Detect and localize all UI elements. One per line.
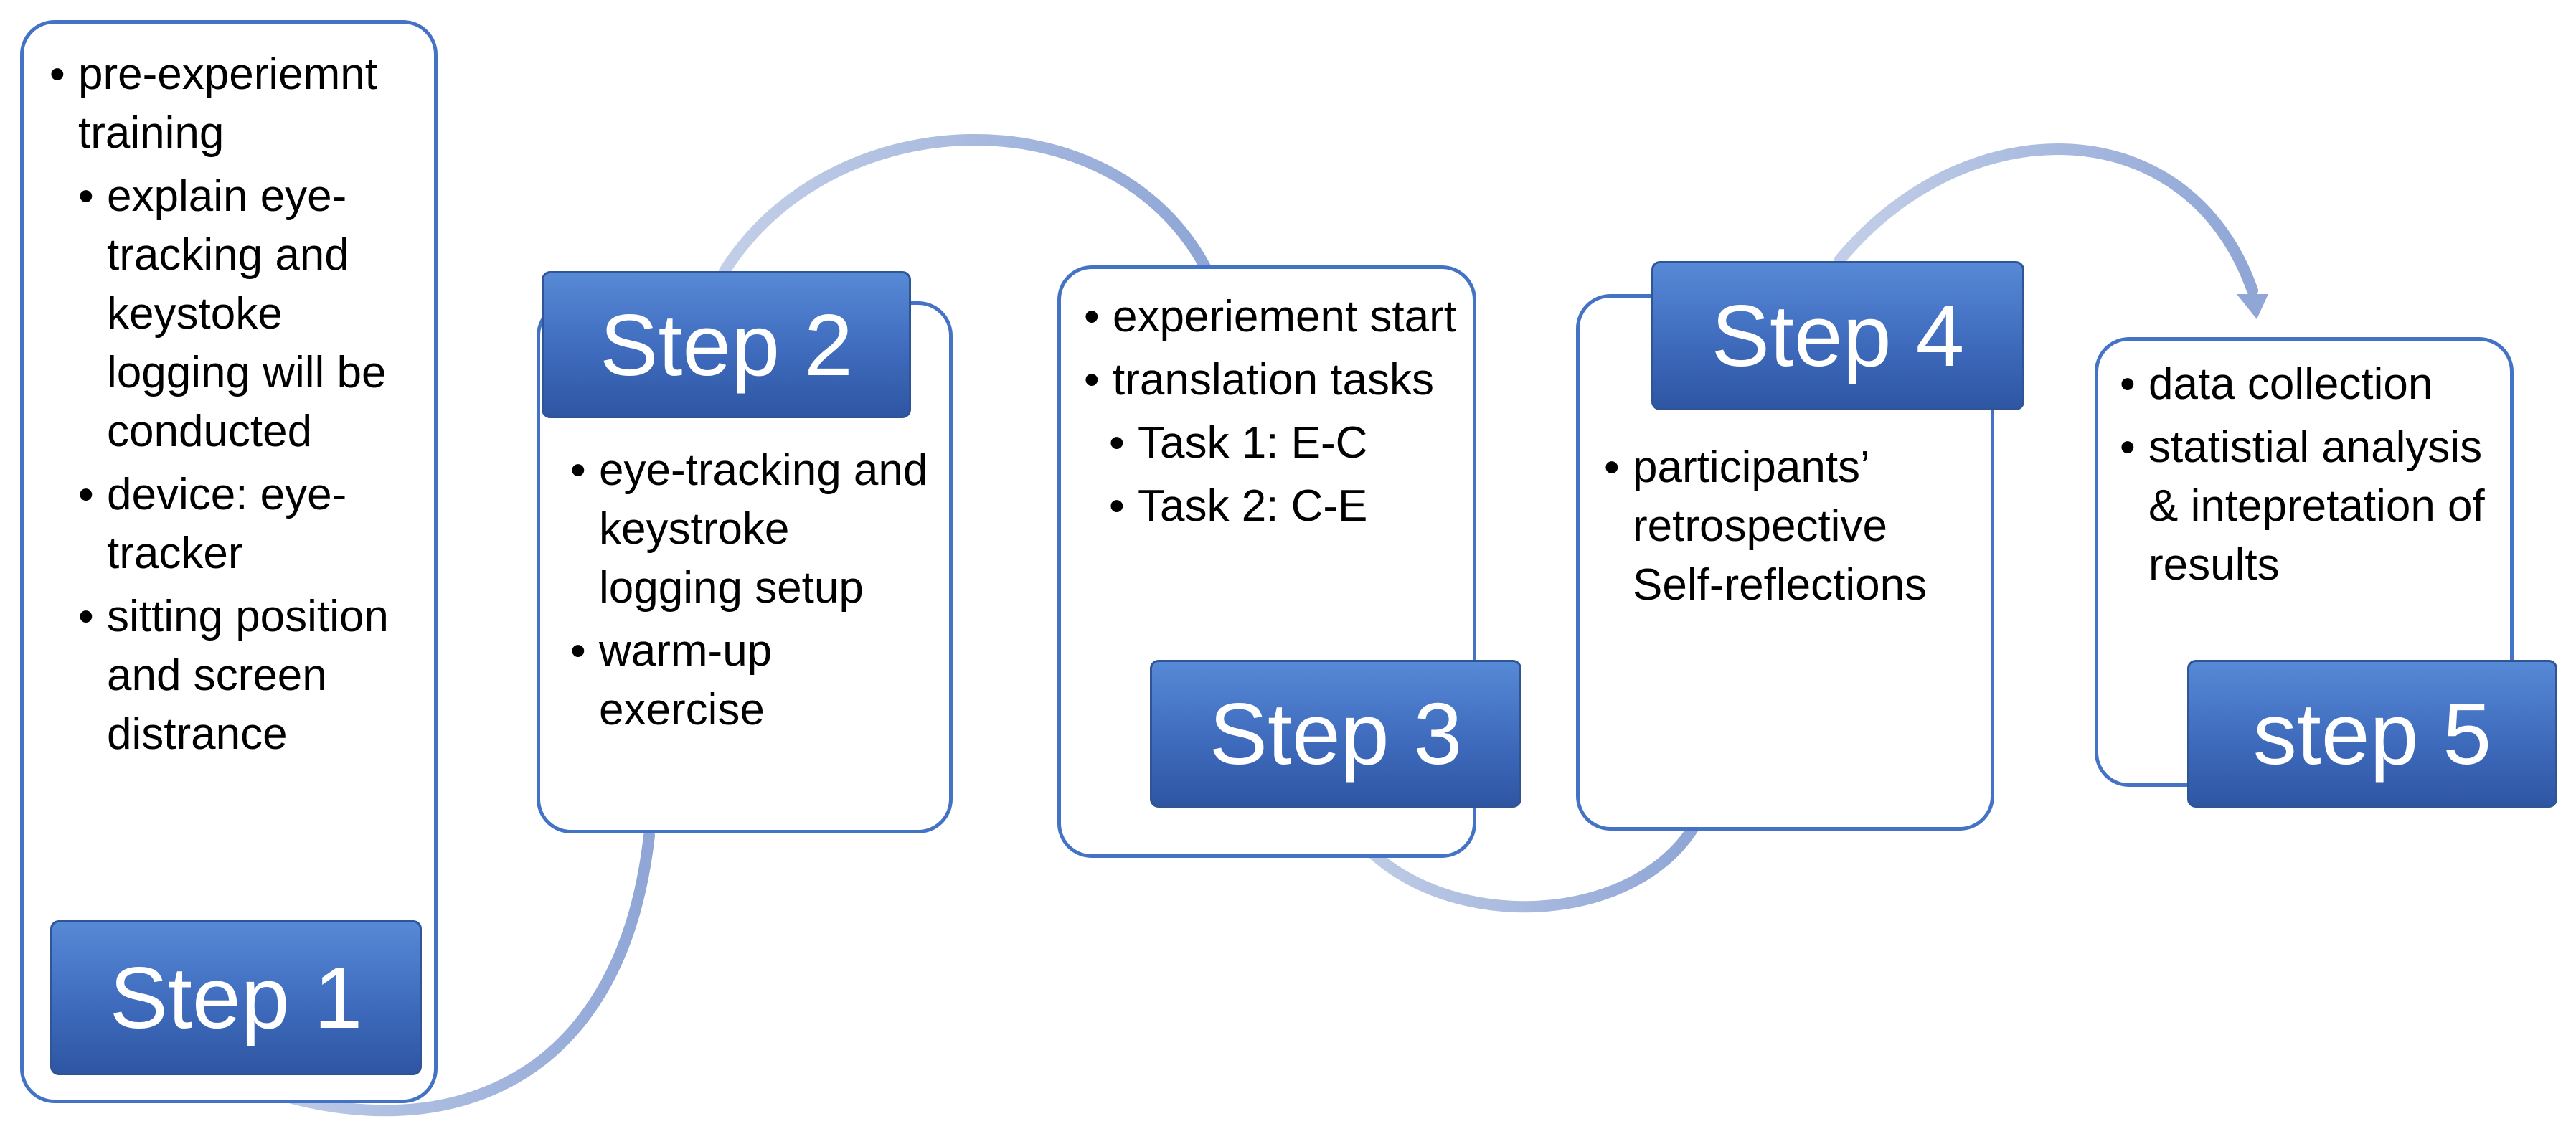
bullet-icon: • xyxy=(570,445,586,495)
bullet-icon: • xyxy=(1084,292,1100,341)
step-1-card: • pre-experiemnt training • explain eye-t… xyxy=(20,20,438,1103)
step-4-label: Step 4 xyxy=(1651,261,2024,410)
item-text: sitting position and screen distrance xyxy=(107,592,389,759)
bullet-icon: • xyxy=(49,49,65,99)
item-text: data collection xyxy=(2148,359,2433,409)
bullet-icon: • xyxy=(78,470,94,519)
step-1-items: • pre-experiemnt training • explain eye-t… xyxy=(49,45,423,768)
step-2-label: Step 2 xyxy=(542,271,911,418)
step-3-items: • experiement start • translation tasks • T… xyxy=(1084,288,1457,540)
connector-arrowhead xyxy=(2237,294,2268,319)
item-text: device: eye-tracker xyxy=(107,470,347,578)
item-text: participants’ retrospective Self-reflect… xyxy=(1633,443,1928,610)
item-text: explain eye-tracking and keystoke loggin… xyxy=(107,171,387,456)
bullet-icon: • xyxy=(570,626,586,676)
list-item: •statistial analysis & intepretation of … xyxy=(2120,418,2500,595)
item-text: Task 2: C-E xyxy=(1138,481,1368,531)
item-text: pre-experiemnt training xyxy=(78,49,377,158)
list-item: • Task 1: E-C xyxy=(1084,414,1457,473)
step-3-label: Step 3 xyxy=(1150,660,1521,808)
item-text: statistial analysis & intepretation of r… xyxy=(2148,422,2485,590)
connector-arc-4-5 xyxy=(1834,143,2258,296)
list-item: • pre-experiemnt training xyxy=(49,45,423,163)
bullet-icon: • xyxy=(1604,443,1620,492)
bullet-icon: • xyxy=(78,171,94,221)
list-item: • warm-up exercise xyxy=(570,622,936,740)
list-item: • device: eye-tracker xyxy=(49,466,423,583)
list-item: • eye-tracking and keystroke logging setu… xyxy=(570,441,936,618)
bullet-icon: • xyxy=(78,592,94,641)
bullet-icon: • xyxy=(2120,359,2136,409)
item-text: warm-up exercise xyxy=(599,626,773,734)
bullet-icon: • xyxy=(1109,418,1125,468)
list-item: • experiement start xyxy=(1084,288,1457,346)
list-item: •data collection xyxy=(2120,355,2500,414)
bullet-icon: • xyxy=(1084,355,1100,405)
list-item: • translation tasks xyxy=(1084,351,1457,410)
connector-arc-2-3 xyxy=(719,133,1211,277)
item-text: translation tasks xyxy=(1113,355,1434,405)
list-item: • participants’ retrospective Self-reflec… xyxy=(1604,438,1977,615)
item-text: experiement start xyxy=(1113,292,1456,341)
list-item: • sitting position and screen distrance xyxy=(49,587,423,764)
step-4-items: • participants’ retrospective Self-reflec… xyxy=(1604,438,1977,619)
step-5-label: step 5 xyxy=(2187,660,2557,808)
step-2-items: • eye-tracking and keystroke logging setu… xyxy=(570,441,936,744)
item-text: eye-tracking and keystroke logging setup xyxy=(599,445,928,613)
list-item: • Task 2: C-E xyxy=(1084,477,1457,536)
bullet-icon: • xyxy=(1109,481,1125,531)
step-5-items: •data collection •statistial analysis & … xyxy=(2120,355,2500,599)
step-1-label: Step 1 xyxy=(50,920,422,1075)
item-text: Task 1: E-C xyxy=(1138,418,1368,468)
bullet-icon: • xyxy=(2120,422,2136,472)
list-item: • explain eye-tracking and keystoke logg… xyxy=(49,167,423,461)
